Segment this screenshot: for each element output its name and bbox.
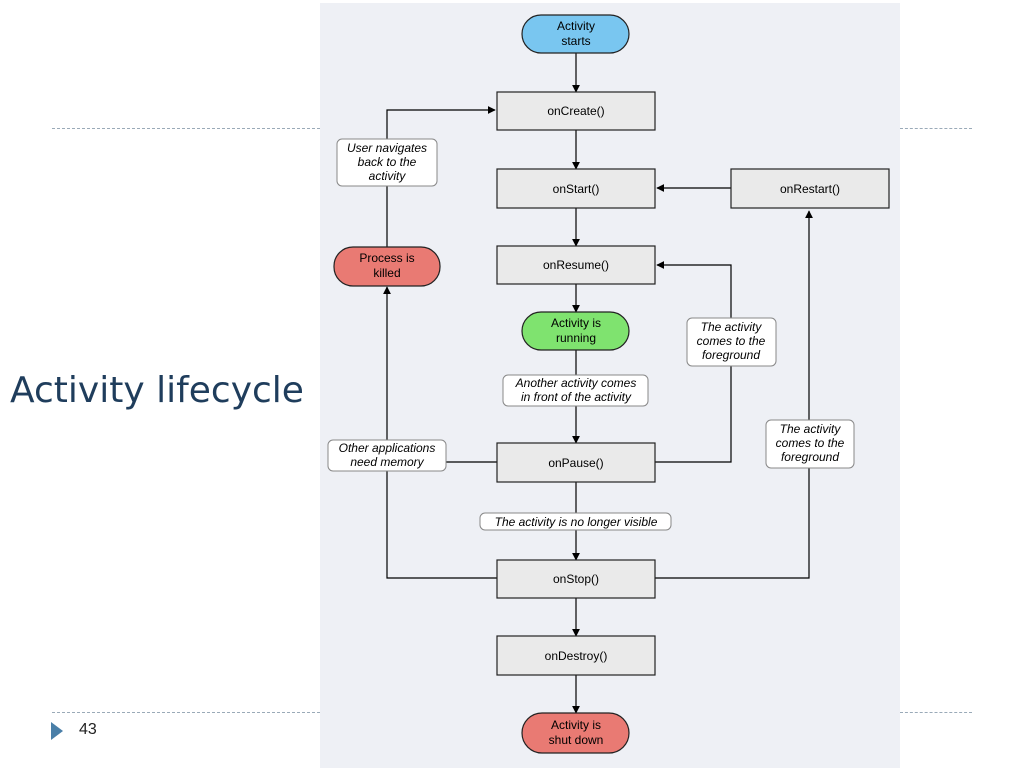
note-user-navigates-line2: back to the [358,155,417,169]
note-foreground-resume-line1: The activity [701,320,763,334]
note-no-longer-visible: The activity is no longer visible [479,512,672,531]
top-divider-right [900,128,972,129]
ondestroy-node: onDestroy() [496,635,656,676]
note-no-longer-visible-box [479,512,672,531]
arrow-onstop-to-onrestart [655,210,813,579]
activity-running-line1: Activity is [551,316,601,330]
note-another-activity-box [502,374,649,407]
note-user-navigates-box [336,138,438,187]
note-user-navigates-line3: activity [369,169,407,183]
activity-running-line2: running [556,331,596,345]
ondestroy-label: onDestroy() [545,649,608,663]
activity-shutdown-line1: Activity is [551,718,601,732]
note-user-navigates-back: User navigates back to the activity [336,138,438,187]
arrow-onstop-to-killed [386,462,497,579]
note-foreground-resume-line3: foreground [702,348,760,362]
onpause-label: onPause() [548,456,603,470]
oncreate-label: onCreate() [547,104,604,118]
note-foreground-resume-box [686,317,777,367]
onstart-box [496,168,656,209]
note-other-applications-box [327,439,447,472]
note-foreground-resume-line2: comes to the [697,334,766,348]
activity-starts-line2: starts [561,34,590,48]
note-another-activity-line1: Another activity comes [515,376,637,390]
activity-starts-node: Activity starts [521,14,630,54]
note-another-activity-line2: in front of the activity [521,390,632,404]
onstop-box [496,559,656,599]
onpause-box [496,442,656,483]
onrestart-box [730,168,890,209]
note-foreground-restart-box [765,419,855,469]
top-divider-left [52,128,320,129]
activity-starts-line1: Activity [557,19,595,33]
activity-starts-shape [521,14,630,54]
page-number: 43 [79,721,97,738]
note-other-applications: Other applications need memory [327,439,447,472]
onresume-node: onResume() [496,245,656,285]
activity-shutdown-node: Activity is shut down [521,712,630,754]
note-user-navigates-line1: User navigates [347,141,427,155]
bottom-divider-right [900,712,972,713]
bottom-divider-left [52,712,320,713]
note-another-activity: Another activity comes in front of the a… [502,374,649,407]
onresume-label: onResume() [543,258,609,272]
onstop-node: onStop() [496,559,656,599]
slide-title: Activity lifecycle [10,370,304,411]
oncreate-node: onCreate() [496,91,656,131]
oncreate-box [496,91,656,131]
onstop-label: onStop() [553,572,599,586]
process-killed-line2: killed [373,266,400,280]
note-other-applications-line1: Other applications [339,441,436,455]
onresume-box [496,245,656,285]
onstart-node: onStart() [496,168,656,209]
note-other-applications-line2: need memory [350,455,424,469]
note-foreground-resume: The activity comes to the foreground [686,317,777,367]
activity-shutdown-line2: shut down [549,733,604,747]
process-killed-line1: Process is [359,251,414,265]
note-foreground-restart-line1: The activity [780,422,842,436]
note-foreground-restart: The activity comes to the foreground [765,419,855,469]
note-foreground-restart-line2: comes to the [776,436,845,450]
onstart-label: onStart() [553,182,600,196]
onpause-node: onPause() [496,442,656,483]
ondestroy-box [496,635,656,676]
activity-running-shape [521,311,630,351]
onrestart-node: onRestart() [730,168,890,209]
process-killed-node: Process is killed [333,246,441,287]
arrow-onpause-to-killed [383,286,497,463]
activity-shutdown-shape [521,712,630,754]
bullet-arrow-icon [51,722,63,740]
note-foreground-restart-line3: foreground [781,450,839,464]
process-killed-shape [333,246,441,287]
note-no-longer-visible-text: The activity is no longer visible [495,515,658,529]
onrestart-label: onRestart() [780,182,840,196]
arrow-killed-to-oncreate [386,106,496,247]
activity-running-node: Activity is running [521,311,630,351]
